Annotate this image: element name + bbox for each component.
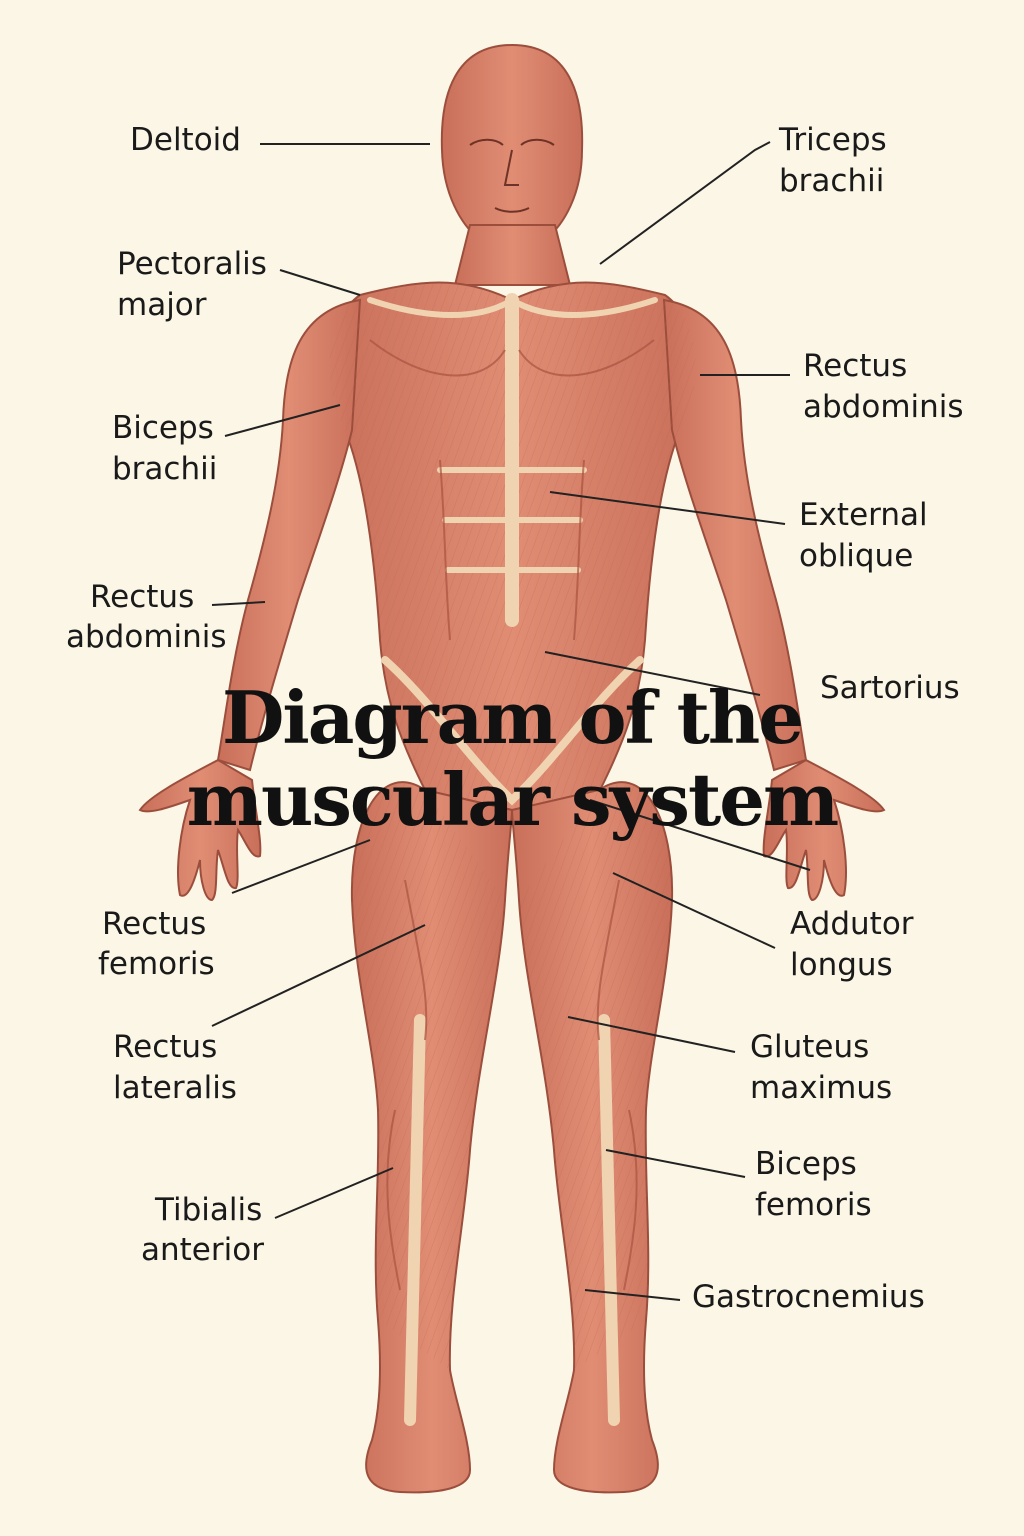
leader-rectus-femoris [231,839,371,894]
leader-biceps-femoris [605,1149,746,1178]
label-pectoralis-major-line1: Pectoralis [117,246,267,282]
diagram-title-line1: Diagram of the [221,675,804,760]
label-tibialis-anterior: Tibialis [155,1190,262,1231]
label-rectus-femoris-line2: femoris [98,946,215,982]
label-addutor-longus-line2: longus [790,947,893,983]
label-biceps-femoris-line2: femoris [755,1187,872,1223]
label-pectoralis-major: Pectoralis major [117,244,267,326]
leader-gluteus-maximus [567,1016,736,1053]
label-rectus-abdominis-right: Rectus abdominis [803,346,964,428]
leader-pectoralis-major [279,269,361,296]
label-addutor-longus-line1: Addutor [790,906,914,942]
right-arm-shape [216,298,362,772]
label-rectus-lateralis-line2: lateralis [113,1070,237,1106]
label-biceps-brachii: Biceps brachii [112,408,217,490]
label-biceps-femoris: Biceps femoris [755,1144,872,1226]
label-gluteus-maximus-line2: maximus [750,1070,893,1106]
face-details [469,138,555,213]
diagram-title: Diagram of the muscular system [0,677,1024,841]
label-rectus-femoris: Rectus [102,904,206,945]
leader-biceps-brachii [224,404,341,437]
tendon-details [367,293,658,1426]
leader-thigh-crossing [589,799,811,871]
leader-tibialis-anterior [274,1167,394,1219]
label-rectus-abdominis-right-line1: Rectus [803,348,908,384]
label-tibialis-anterior-2: anterior [141,1230,264,1271]
label-sartorius: Sartorius [820,668,960,709]
label-rectus-abdominis-left: Rectus [90,577,194,618]
label-rectus-femoris-2: femoris [98,944,215,985]
label-triceps-brachii: Triceps brachii [779,120,887,202]
label-biceps-brachii-line1: Biceps [112,410,214,446]
right-hand-shape [138,758,262,902]
leader-sartorius [544,651,761,696]
leader-rectus-abdominis-left [211,601,266,606]
label-biceps-brachii-line2: brachii [112,451,218,487]
leader-triceps-brachii [599,141,771,265]
label-rectus-femoris-line1: Rectus [102,906,207,942]
label-gluteus-maximus: Gluteus maximus [750,1027,892,1109]
neck-shape [453,224,572,286]
leader-lines [211,141,811,1301]
label-rectus-abdominis-left-2: abdominis [66,617,227,658]
label-triceps-brachii-line2: brachii [779,163,885,199]
diagram-title-line2: muscular system [186,757,839,842]
label-external-oblique-line1: External [799,497,928,533]
leader-addutor-longus [612,872,776,949]
label-rectus-lateralis-line1: Rectus [113,1029,218,1065]
label-sartorius-line1: Sartorius [820,670,960,706]
label-rectus-abdominis-left-line2: abdominis [66,619,227,655]
label-rectus-lateralis: Rectus lateralis [113,1027,237,1109]
label-gastrocnemius-line1: Gastrocnemius [692,1279,925,1315]
label-deltoid-line1: Deltoid [130,122,241,158]
label-gluteus-maximus-line1: Gluteus [750,1029,870,1065]
left-arm-shape [662,298,808,772]
label-tibialis-anterior-line2: anterior [141,1232,264,1268]
label-triceps-brachii-line1: Triceps [779,122,887,158]
label-rectus-abdominis-left-line1: Rectus [90,579,195,615]
label-addutor-longus: Addutor longus [790,904,914,986]
label-external-oblique: External oblique [799,495,928,577]
label-external-oblique-line2: oblique [799,538,914,574]
label-rectus-abdominis-right-line2: abdominis [803,389,964,425]
label-gastrocnemius: Gastrocnemius [692,1277,925,1318]
muscle-contours [369,339,655,1291]
label-biceps-femoris-line1: Biceps [755,1146,857,1182]
label-tibialis-anterior-line1: Tibialis [155,1192,263,1228]
leader-gastrocnemius [584,1289,681,1301]
label-deltoid: Deltoid [130,120,241,161]
leader-external-oblique [549,491,786,525]
leader-rectus-lateralis [211,924,426,1027]
label-pectoralis-major-line2: major [117,287,207,323]
